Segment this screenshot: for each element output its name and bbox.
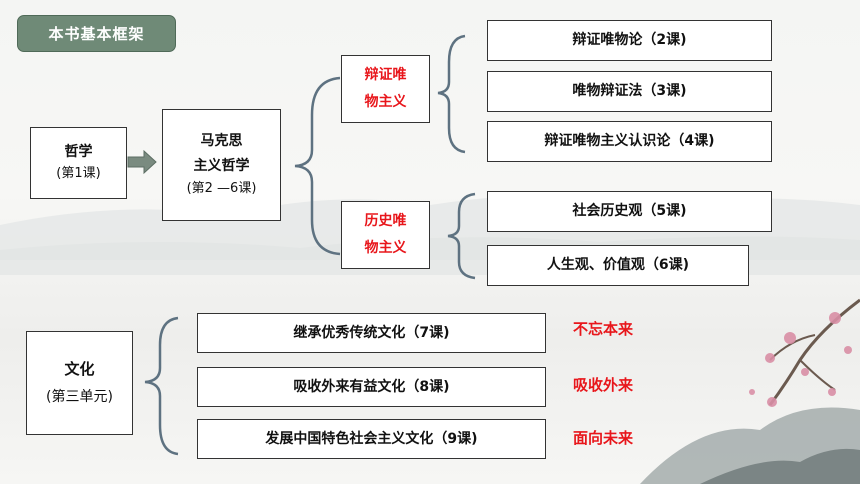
- brace-culture: [144, 316, 179, 456]
- dialectical-item-3: 辩证唯物主义认识论（4课): [487, 121, 772, 162]
- culture-node: 文化 (第三单元): [26, 331, 133, 435]
- historical-materialism-node: 历史唯 物主义: [341, 201, 430, 269]
- historical-line1: 历史唯: [364, 213, 407, 230]
- historical-item-2: 人生观、价值观（6课): [487, 245, 749, 286]
- dialectical-line1: 辩证唯: [364, 67, 407, 84]
- philosophy-sub: (第1课): [56, 165, 101, 181]
- historical-item-1: 社会历史观（5课): [487, 191, 772, 232]
- philosophy-node: 哲学 (第1课): [30, 127, 127, 199]
- culture-item-3: 发展中国特色社会主义文化（9课): [197, 419, 546, 459]
- marxism-sub: (第2 —6课): [186, 181, 257, 197]
- culture-item-1: 继承优秀传统文化（7课): [197, 313, 546, 353]
- dialectical-materialism-node: 辩证唯 物主义: [341, 55, 430, 123]
- historical-line2: 物主义: [364, 240, 407, 256]
- dialectical-item-1: 辩证唯物论（2课): [487, 20, 772, 61]
- culture-title: 文化: [64, 360, 95, 379]
- culture-sub: (第三单元): [46, 388, 113, 405]
- brace-dialectical: [437, 34, 466, 154]
- culture-note-2: 吸收外来: [573, 376, 634, 394]
- dialectical-item-2: 唯物辩证法（3课): [487, 71, 772, 112]
- marxism-node: 马克思 主义哲学 (第2 —6课): [162, 109, 281, 221]
- brace-historical: [447, 192, 476, 280]
- culture-item-2: 吸收外来有益文化（8课): [197, 367, 546, 407]
- dialectical-line2: 物主义: [364, 94, 407, 110]
- right-arrow-icon: [127, 149, 157, 175]
- philosophy-title: 哲学: [64, 144, 93, 161]
- brace-marxism: [294, 76, 341, 256]
- marxism-line2: 主义哲学: [193, 157, 250, 174]
- culture-note-3: 面向未来: [573, 429, 634, 447]
- framework-badge: 本书基本框架: [17, 15, 176, 52]
- marxism-line1: 马克思: [200, 133, 243, 150]
- culture-note-1: 不忘本来: [573, 320, 634, 338]
